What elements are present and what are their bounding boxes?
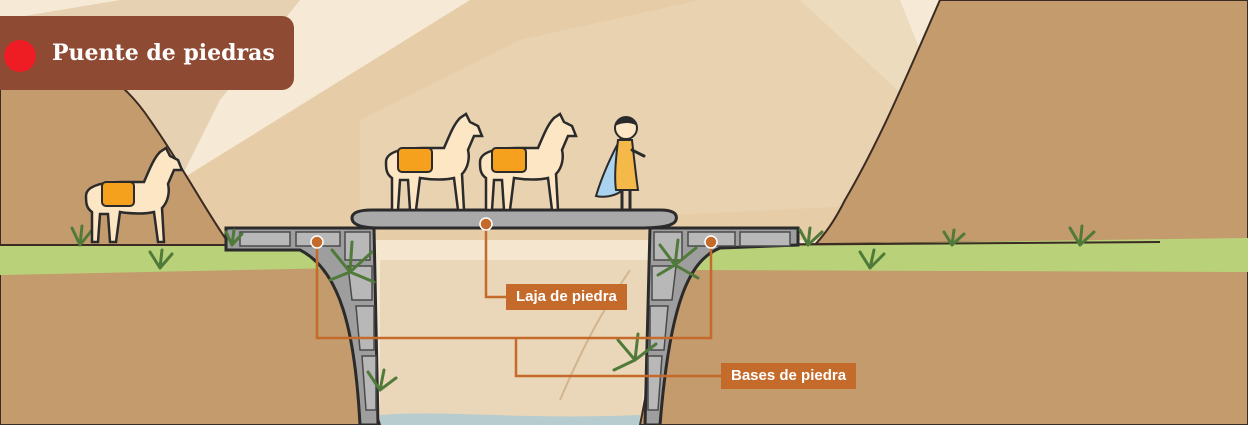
marker-base-right xyxy=(704,235,718,249)
stone-slab xyxy=(350,208,678,230)
llama-icon xyxy=(384,112,484,212)
grass-tuft-icon xyxy=(224,228,244,247)
grass-tuft-icon xyxy=(148,248,174,270)
leader-lines xyxy=(315,224,721,378)
title-badge: Puente de piedras xyxy=(0,16,294,90)
grass-tuft-icon xyxy=(328,240,376,284)
left-grass xyxy=(0,245,338,275)
grass-tuft-icon xyxy=(656,238,700,280)
leader-line-laja xyxy=(484,224,506,299)
label-bases-de-piedra: Bases de piedra xyxy=(721,363,857,389)
title-dot xyxy=(4,40,36,72)
grass-tuft-icon xyxy=(798,226,824,247)
river xyxy=(380,413,640,425)
grass-tufts xyxy=(70,224,1096,392)
llama-icon xyxy=(478,112,578,212)
right-mountain xyxy=(807,0,1248,251)
marker-laja xyxy=(479,217,493,231)
person-icon xyxy=(594,116,646,210)
grass-tuft-icon xyxy=(1068,224,1096,247)
canyon-crack xyxy=(559,269,631,401)
leader-line-bases-bracket xyxy=(315,242,713,340)
leader-line-bases xyxy=(514,338,721,378)
grass-tuft-icon xyxy=(858,248,886,270)
title: Puente de piedras xyxy=(52,40,275,66)
marker-base-left xyxy=(310,235,324,249)
grass-tuft-icon xyxy=(70,224,94,247)
llama-icon xyxy=(84,146,184,244)
grass-tuft-icon xyxy=(612,332,658,372)
right-grass xyxy=(680,238,1248,272)
grass-tuft-icon xyxy=(366,368,398,392)
label-laja-de-piedra: Laja de piedra xyxy=(506,284,627,310)
grass-tuft-icon xyxy=(942,228,966,247)
